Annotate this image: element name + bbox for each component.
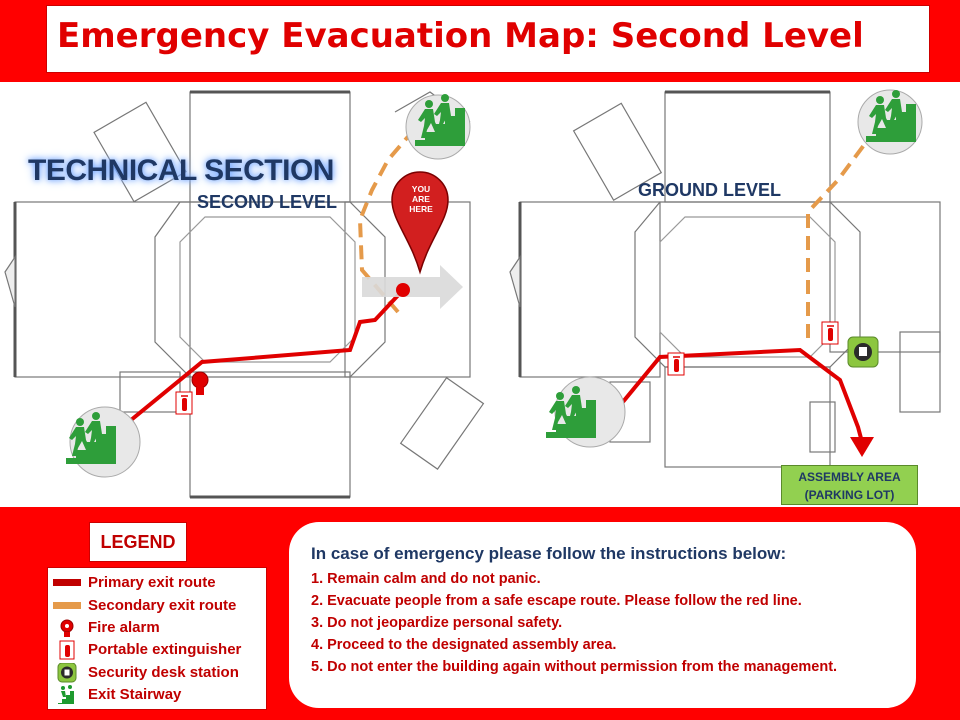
second-level-label: SECOND LEVEL [197,192,338,212]
instruction-step: 5. Do not enter the building again witho… [311,659,838,675]
map-area [0,82,960,507]
legend-item-secondary-route: Secondary exit route [48,595,268,617]
primary-route-icon [53,579,81,586]
title-banner: Emergency Evacuation Map: Second Level [46,5,930,73]
legend: Primary exit route Secondary exit route … [47,567,267,710]
technical-section-label: TECHNICAL SECTION [28,154,334,187]
assembly-area-label: ASSEMBLY AREA (PARKING LOT) [781,465,918,505]
page-title: Emergency Evacuation Map: Second Level [57,16,864,56]
legend-item-extinguisher: Portable extinguisher [48,639,268,661]
extinguisher-icon [59,640,75,660]
you-are-here-arrow [362,265,463,309]
legend-item-primary-route: Primary exit route [48,572,268,594]
you-are-here-text: YOU ARE HERE [409,184,433,214]
legend-item-security-desk: Security desk station [48,662,268,684]
right-secondary-route [806,135,872,338]
extinguisher-icon [175,391,193,415]
extinguisher-icon [821,321,839,345]
left-primary-route [118,288,405,431]
legend-title: LEGEND [89,522,187,562]
you-are-here-pin [391,171,449,275]
legend-item-exit-stairway: Exit Stairway [48,684,268,706]
left-floor-plan [4,90,485,499]
right-primary-route [606,347,864,443]
security-desk-icon [57,663,77,683]
assembly-arrow [850,437,874,457]
floor-plans [4,89,941,499]
secondary-route-icon [53,602,81,609]
ground-level-label: GROUND LEVEL [638,180,782,200]
instructions-panel: In case of emergency please follow the i… [289,522,916,708]
extinguisher-icon [667,352,685,376]
fire-alarm-icon [60,619,74,637]
instruction-step: 1. Remain calm and do not panic. [311,571,541,587]
instruction-step: 2. Evacuate people from a safe escape ro… [311,593,802,609]
legend-item-fire-alarm: Fire alarm [48,617,268,639]
fire-alarm-icon [191,371,209,389]
instruction-step: 4. Proceed to the designated assembly ar… [311,637,617,653]
exit-stairway-icon [58,685,74,704]
instructions-heading: In case of emergency please follow the i… [311,544,787,563]
instruction-step: 3. Do not jeopardize personal safety. [311,615,563,631]
